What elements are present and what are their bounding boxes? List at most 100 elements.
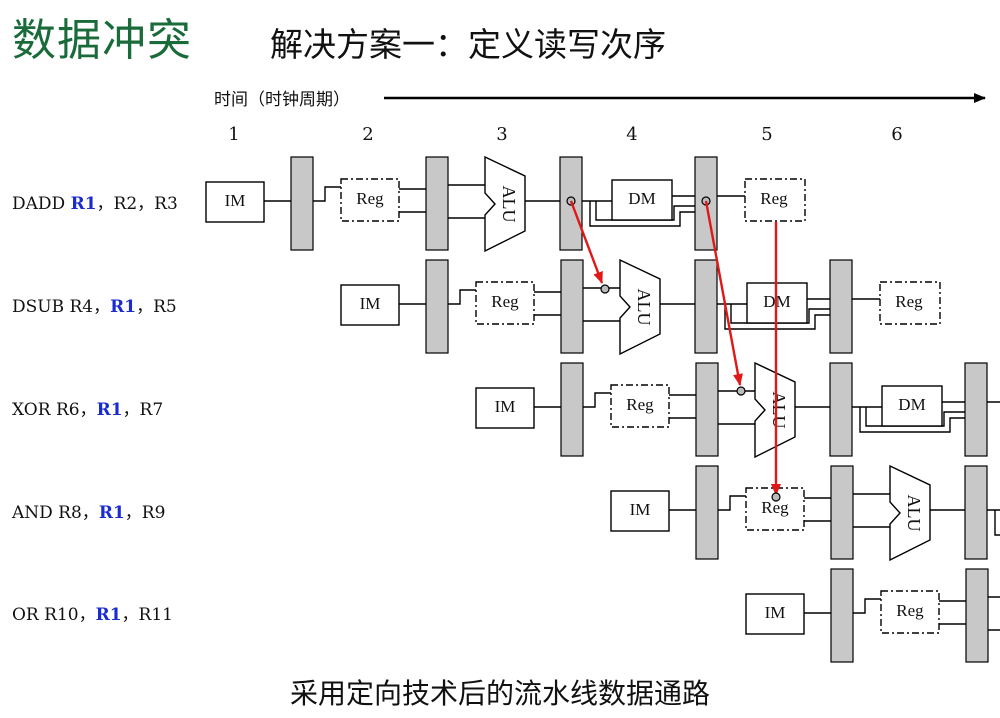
dm-stage — [881, 385, 943, 427]
im-stage — [475, 387, 535, 429]
pipeline-latch — [965, 568, 989, 663]
cycle-number-5: 5 — [761, 124, 773, 145]
instruction-xor: XOR R6，R1，R7 — [12, 395, 163, 420]
cycle-number-2: 2 — [362, 124, 374, 145]
im-stage — [205, 181, 265, 223]
im-stage — [745, 593, 805, 635]
diagram-caption: 采用定向技术后的流水线数据通路 — [289, 677, 710, 710]
instruction-dsub: DSUB R4，R1，R5 — [12, 292, 177, 317]
im-stage-label: IM — [360, 294, 381, 313]
wire — [859, 407, 965, 433]
forward-node — [771, 492, 781, 502]
instruction-op: OR R10， — [12, 605, 96, 625]
instruction-r1: R1 — [95, 605, 122, 625]
forward-arrow — [704, 200, 743, 386]
reg-stage-label: Reg — [626, 395, 654, 414]
alu-stage-label: ALU — [634, 289, 654, 326]
alu-stage-label: ALU — [904, 495, 924, 532]
instruction-rest: ，R5 — [136, 297, 177, 317]
reg-writeback-stage — [744, 178, 806, 222]
reg-writeback-label: Reg — [895, 292, 923, 311]
reg-stage — [610, 384, 670, 428]
wire — [589, 201, 695, 227]
instruction-or: OR R10，R1，R11 — [12, 600, 173, 625]
alu-stage-label: ALU — [499, 186, 519, 223]
wire — [313, 186, 341, 202]
wire — [718, 495, 746, 511]
im-stage — [340, 284, 400, 326]
im-stage — [610, 490, 670, 532]
instruction-and: AND R8，R1，R9 — [12, 498, 165, 523]
instruction-rest: ，R11 — [121, 605, 173, 625]
dm-stage — [611, 179, 673, 221]
cycle-number-4: 4 — [626, 124, 638, 145]
pipeline-latch — [695, 465, 719, 560]
pipeline-latch — [560, 362, 584, 457]
page-subtitle: 解决方案一：定义读写次序 — [270, 25, 666, 64]
pipeline-latch — [830, 568, 854, 663]
alu-stage — [484, 155, 526, 253]
instruction-dadd: DADD R1，R2，R3 — [12, 189, 178, 214]
instruction-r1: R1 — [96, 400, 123, 420]
wire — [595, 201, 695, 221]
wire — [730, 304, 830, 324]
reg-stage-label: Reg — [896, 601, 924, 620]
pipeline-latch — [830, 465, 854, 560]
instruction-rest: ，R7 — [122, 400, 164, 420]
instruction-r1: R1 — [110, 297, 137, 317]
pipeline-latch — [560, 259, 584, 354]
pipeline-latch — [694, 259, 718, 354]
pipeline-latch — [290, 156, 314, 251]
cycle-number-6: 6 — [891, 124, 903, 145]
instruction-op: DSUB R4， — [12, 297, 111, 317]
im-stage-label: IM — [225, 191, 246, 210]
wire — [448, 289, 476, 305]
instruction-rest: ，R9 — [124, 503, 166, 523]
wire — [583, 392, 611, 408]
forward-arrow — [569, 200, 604, 284]
instruction-r1: R1 — [70, 194, 97, 214]
reg-stage — [340, 178, 400, 222]
alu-stage-label: ALU — [769, 392, 789, 429]
instruction-rest: ，R2，R3 — [96, 194, 178, 214]
reg-writeback-label: Reg — [760, 189, 788, 208]
reg-stage-label: Reg — [761, 498, 789, 517]
pipeline-latch — [425, 259, 449, 354]
instruction-op: AND R8， — [12, 503, 99, 523]
pipeline-latch — [964, 465, 988, 560]
instruction-op: XOR R6， — [12, 400, 97, 420]
alu-stage — [619, 258, 661, 356]
pipeline-latch — [829, 259, 853, 354]
wire — [724, 304, 830, 330]
dm-stage-label: DM — [898, 395, 925, 414]
wire — [994, 510, 1000, 536]
reg-stage — [475, 281, 535, 325]
instruction-op: DADD — [12, 194, 71, 214]
pipeline-latch — [425, 156, 449, 251]
forward-node — [600, 284, 610, 294]
forward-node — [736, 386, 746, 396]
instruction-r1: R1 — [98, 503, 125, 523]
im-stage-label: IM — [765, 603, 786, 622]
reg-stage-label: Reg — [356, 189, 384, 208]
cycle-number-3: 3 — [496, 124, 508, 145]
im-stage-label: IM — [495, 397, 516, 416]
wire — [865, 407, 965, 427]
pipeline-row: IM Reg ALU DM Reg — [205, 155, 806, 253]
cycle-number-1: 1 — [228, 124, 240, 145]
wire — [853, 598, 881, 614]
im-stage-label: IM — [630, 500, 651, 519]
pipeline-latch — [829, 362, 853, 457]
pipeline-latch — [695, 362, 719, 457]
reg-writeback-stage — [879, 281, 941, 325]
reg-stage-label: Reg — [491, 292, 519, 311]
alu-stage — [889, 464, 931, 562]
dm-stage-label: DM — [628, 189, 655, 208]
pipeline-latch — [964, 362, 988, 457]
page-title: 数据冲突 — [12, 15, 192, 66]
